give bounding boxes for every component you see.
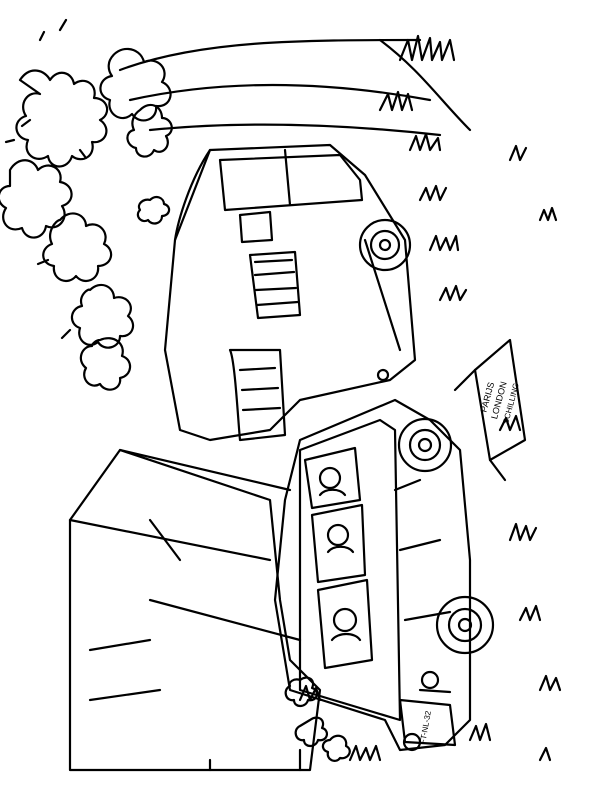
- license-plate-text: FT-NL-32: [418, 710, 433, 745]
- caravan-front-window: [228, 348, 287, 442]
- bottom-foliage: [284, 676, 351, 762]
- caravan-window: [248, 250, 302, 320]
- car-side-window-2: [316, 578, 374, 670]
- tree-foliage: [0, 18, 173, 391]
- signpost: [453, 338, 527, 482]
- caravan: [163, 143, 417, 442]
- tent: [68, 448, 322, 772]
- car-side-window-1: [310, 503, 367, 584]
- caravan-small-window: [238, 210, 274, 244]
- grass-tufts: [298, 34, 562, 762]
- ground-lines: [118, 38, 472, 137]
- car: [273, 398, 495, 752]
- car-rear-window: [303, 446, 362, 510]
